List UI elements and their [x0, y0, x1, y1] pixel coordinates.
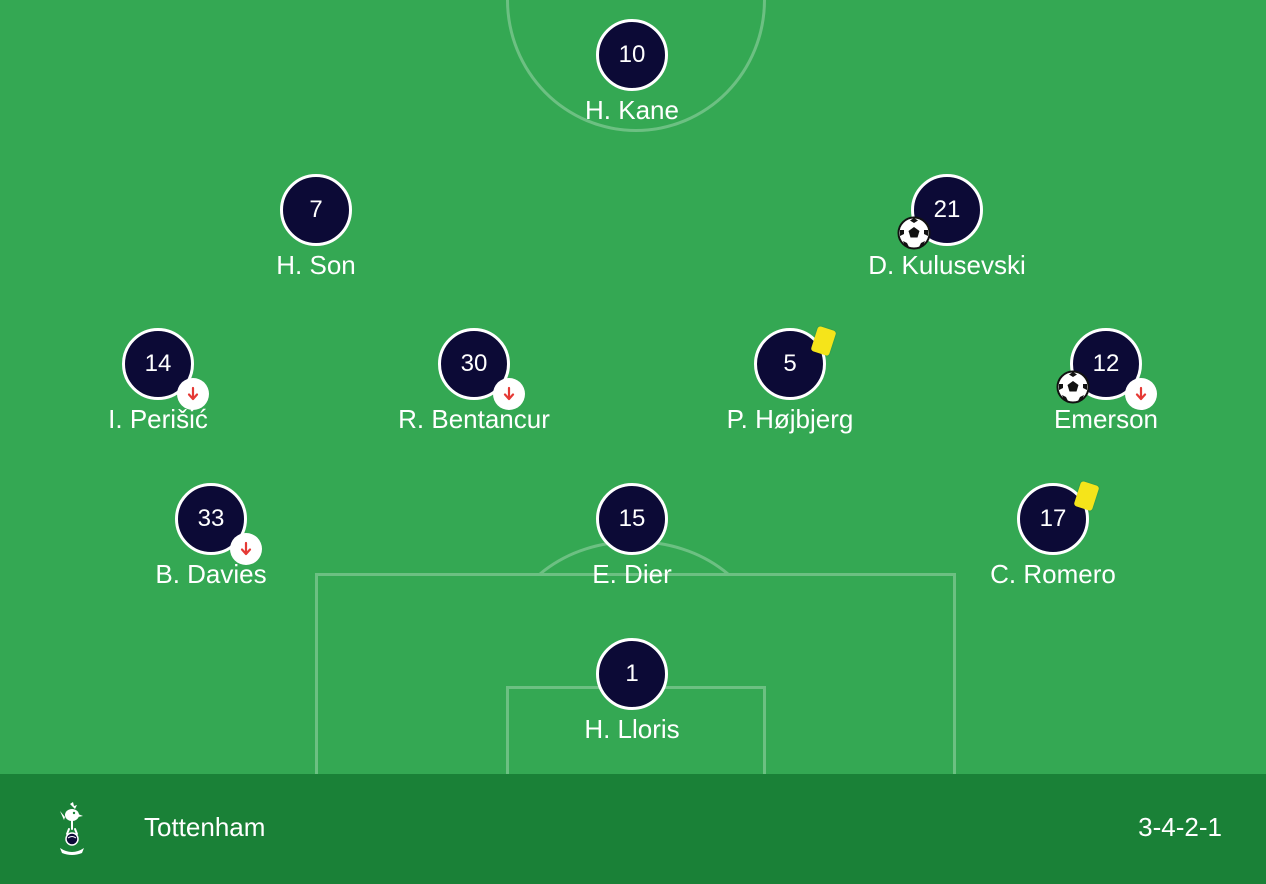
- goal-ball-icon: [1056, 370, 1090, 404]
- yellow-card-icon: [1073, 480, 1100, 512]
- player-name: P. Højbjerg: [726, 404, 854, 434]
- player-number: 15: [596, 483, 668, 555]
- player-number: 1: [596, 638, 668, 710]
- player-name: H. Lloris: [584, 714, 680, 744]
- player-name: C. Romero: [990, 559, 1116, 589]
- player-name: D. Kulusevski: [868, 250, 1026, 280]
- player-name: R. Bentancur: [398, 404, 550, 434]
- sub-off-icon: [230, 533, 262, 565]
- yellow-card-icon: [810, 325, 837, 357]
- player-name: Emerson: [1053, 404, 1159, 434]
- player-name: H. Son: [276, 250, 356, 280]
- sub-off-icon: [493, 378, 525, 410]
- player-name: E. Dier: [592, 559, 672, 589]
- sub-off-icon: [1125, 378, 1157, 410]
- goal-ball-icon: [897, 216, 931, 250]
- sub-off-icon: [177, 378, 209, 410]
- player-name: H. Kane: [585, 95, 679, 125]
- team-name: Tottenham: [144, 812, 266, 842]
- tottenham-cockerel-icon: [60, 802, 84, 855]
- team-footer: Tottenham 3-4-2-1: [0, 774, 1266, 884]
- formation-label: 3-4-2-1: [1138, 812, 1222, 842]
- player-number: 10: [596, 19, 668, 91]
- player-name: B. Davies: [155, 559, 267, 589]
- player-number: 5: [754, 328, 826, 400]
- player-number: 7: [280, 174, 352, 246]
- player-name: I. Perišić: [108, 404, 208, 434]
- pitch: 10 H. Kane 7 H. Son 21 D. Kulusevski 14 …: [0, 0, 1266, 774]
